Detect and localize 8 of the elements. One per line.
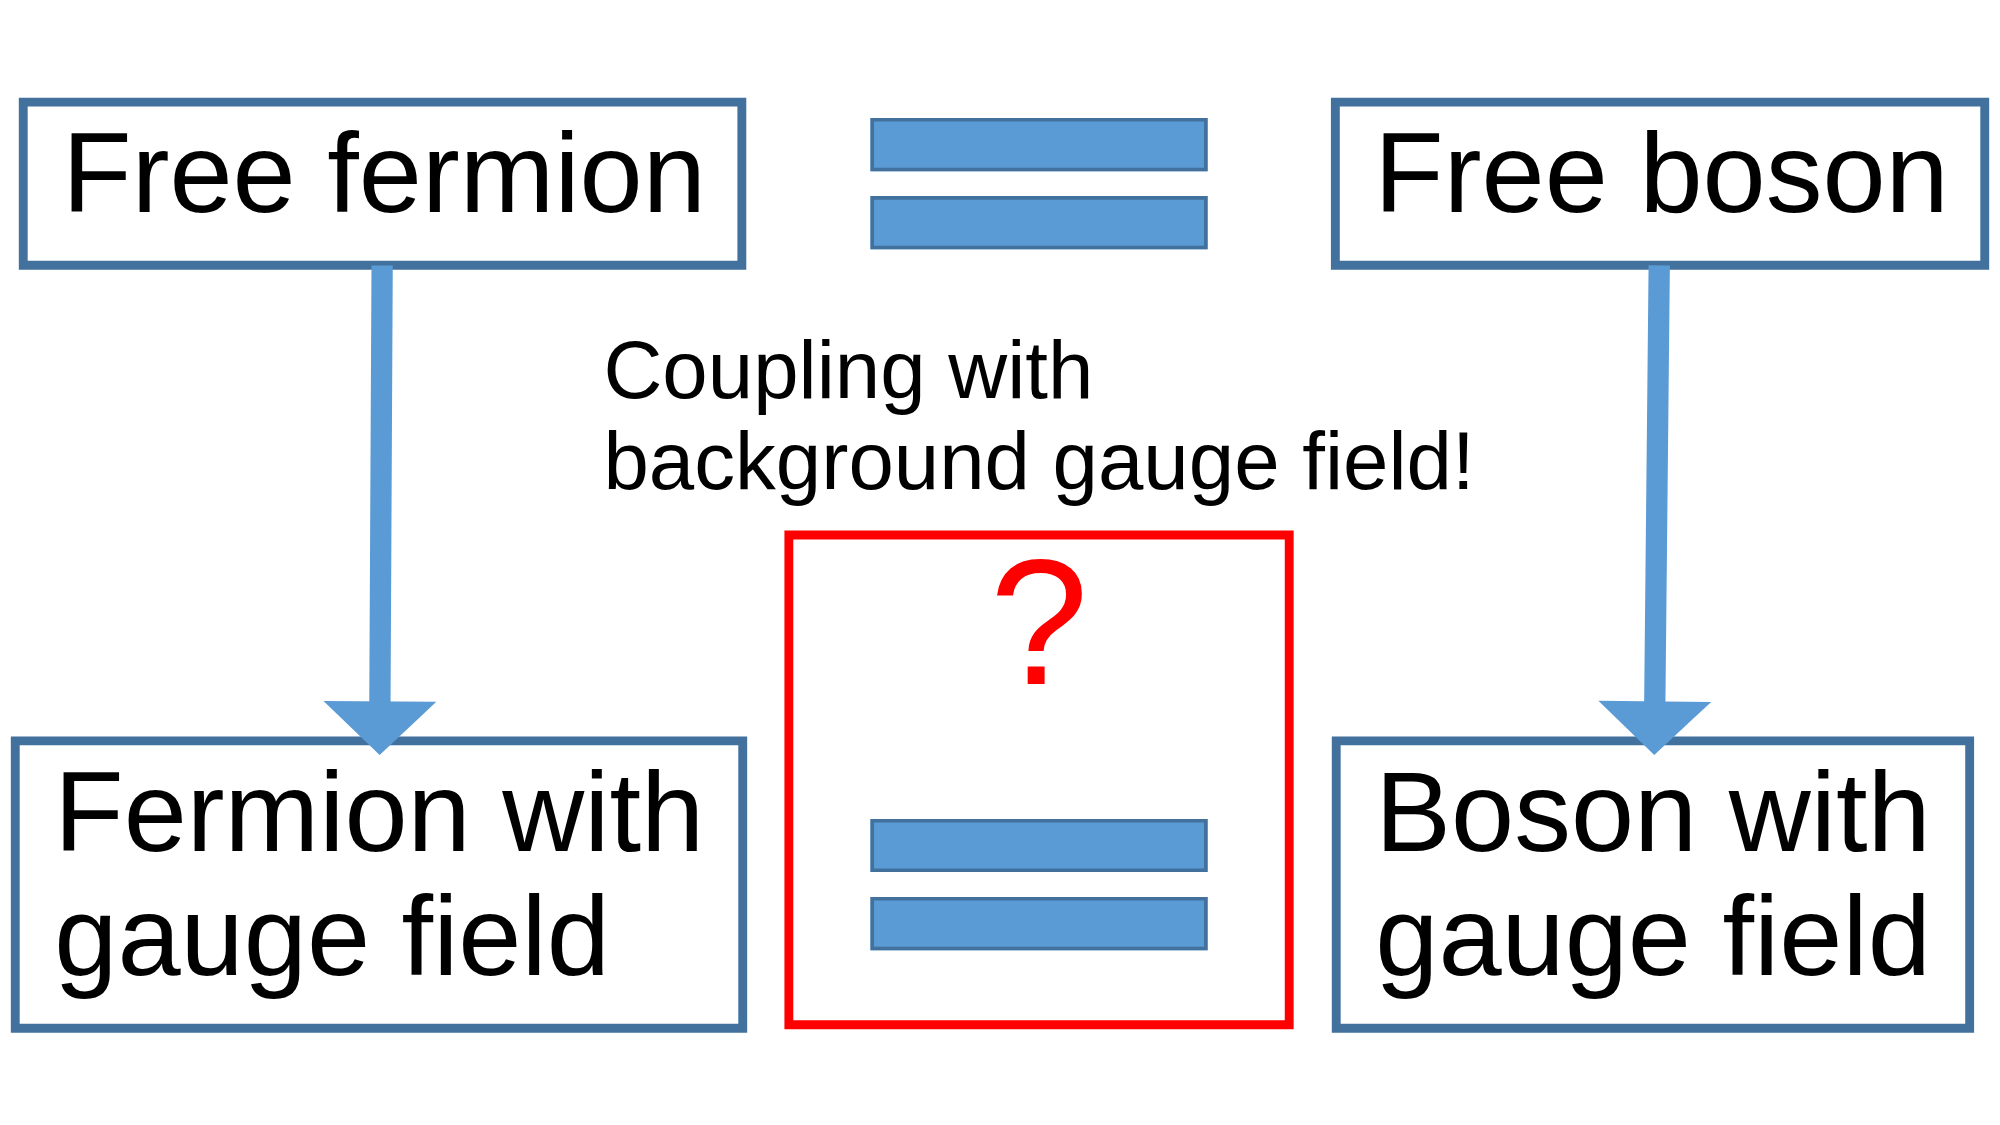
node-box: Boson with gauge field	[1331, 736, 1975, 1033]
arrow	[1598, 265, 1712, 756]
arrow	[323, 265, 437, 756]
label: Coupling with background gauge field!	[603, 324, 1475, 506]
node-box: Free boson	[1330, 97, 1990, 270]
node-box: Free fermion	[18, 97, 747, 270]
cluster: ?	[784, 530, 1294, 1030]
node-box: Fermion with gauge field	[10, 736, 748, 1033]
